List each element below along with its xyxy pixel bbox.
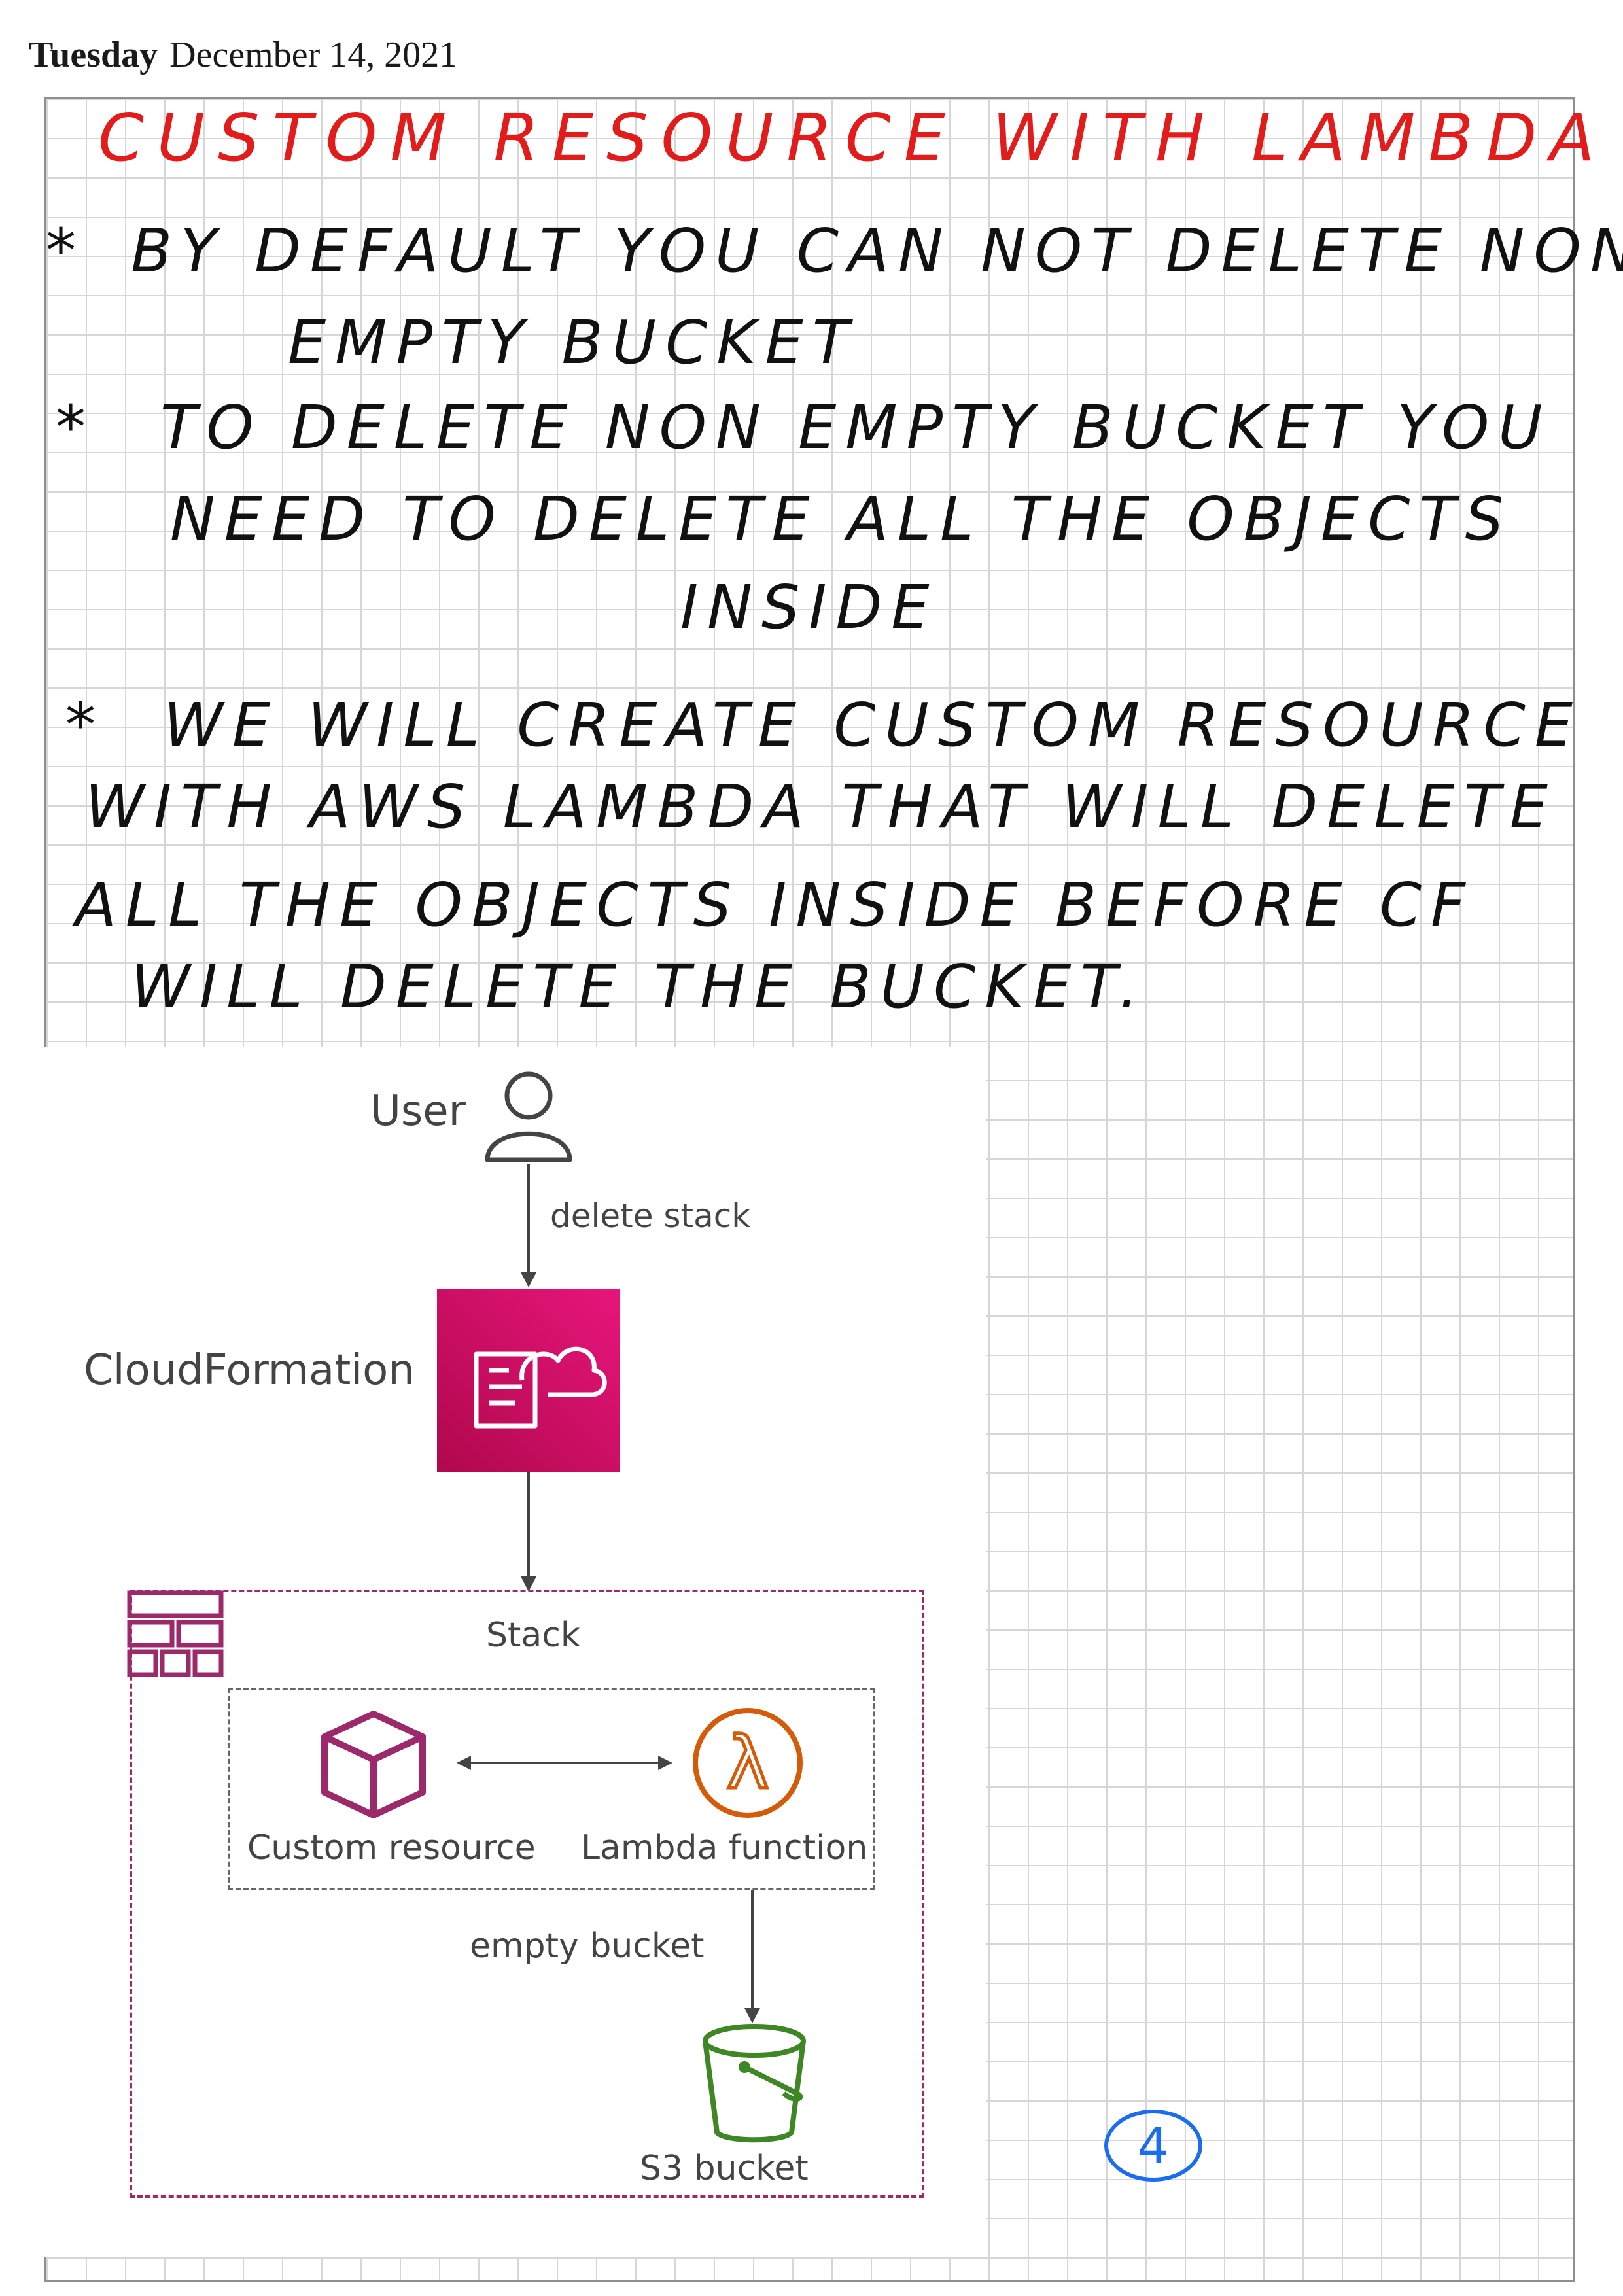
custom-resource-label: Custom resource bbox=[247, 1828, 536, 1868]
custom-resource-icon bbox=[321, 1711, 426, 1818]
delete-stack-label: delete stack bbox=[550, 1197, 751, 1235]
point3-line2: WITH AWS LAMBDA THAT WILL DELETE bbox=[85, 772, 1557, 842]
s3-bucket-icon bbox=[703, 2024, 806, 2143]
point2-line2: NEED TO DELETE ALL THE OBJECTS bbox=[170, 484, 1513, 554]
date-day: Tuesday bbox=[29, 35, 158, 75]
bullet-3: * bbox=[65, 690, 105, 760]
stack-icon bbox=[127, 1590, 224, 1677]
lambda-function-label: Lambda function bbox=[581, 1828, 868, 1868]
arrow-user-to-cloudformation bbox=[521, 1164, 536, 1287]
point3-line3: ALL THE OBJECTS INSIDE BEFORE CF bbox=[75, 870, 1475, 940]
point2-line1: TO DELETE NON EMPTY BUCKET YOU bbox=[160, 392, 1552, 462]
point2-line3: INSIDE bbox=[680, 572, 939, 642]
lambda-icon: λ bbox=[693, 1708, 803, 1818]
point3-line1: WE WILL CREATE CUSTOM RESOURCE bbox=[164, 690, 1582, 760]
bullet-2: * bbox=[56, 392, 95, 462]
s3-bucket-label: S3 bucket bbox=[640, 2149, 809, 2188]
point3-line4: WILL DELETE THE BUCKET. bbox=[131, 952, 1148, 1022]
date-text: December 14, 2021 bbox=[169, 35, 458, 75]
empty-bucket-label: empty bucket bbox=[470, 1926, 705, 1966]
bullet-1: * bbox=[46, 216, 85, 286]
arrow-custom-resource-lambda bbox=[457, 1756, 672, 1770]
page-number: 4 bbox=[1104, 2110, 1202, 2182]
user-label: User bbox=[370, 1087, 466, 1136]
cloudformation-label: CloudFormation bbox=[84, 1346, 415, 1395]
inner-group-box bbox=[228, 1688, 875, 1890]
point1-line2: EMPTY BUCKET bbox=[288, 307, 858, 377]
lambda-symbol: λ bbox=[726, 1721, 769, 1805]
stack-container bbox=[130, 1590, 924, 2198]
notes-title: CUSTOM RESOURCE WITH LAMBDA bbox=[98, 99, 1608, 176]
architecture-diagram: User delete stack CloudFormation bbox=[44, 1047, 986, 2257]
date-header: Tuesday December 14, 2021 bbox=[29, 34, 457, 76]
cloudformation-icon bbox=[437, 1289, 620, 1472]
arrow-cloudformation-to-stack bbox=[521, 1472, 536, 1592]
point1-line1: BY DEFAULT YOU CAN NOT DELETE NON bbox=[131, 216, 1623, 286]
user-icon bbox=[485, 1071, 572, 1162]
stack-label: Stack bbox=[486, 1616, 580, 1655]
arrow-lambda-to-s3 bbox=[744, 1890, 760, 2023]
